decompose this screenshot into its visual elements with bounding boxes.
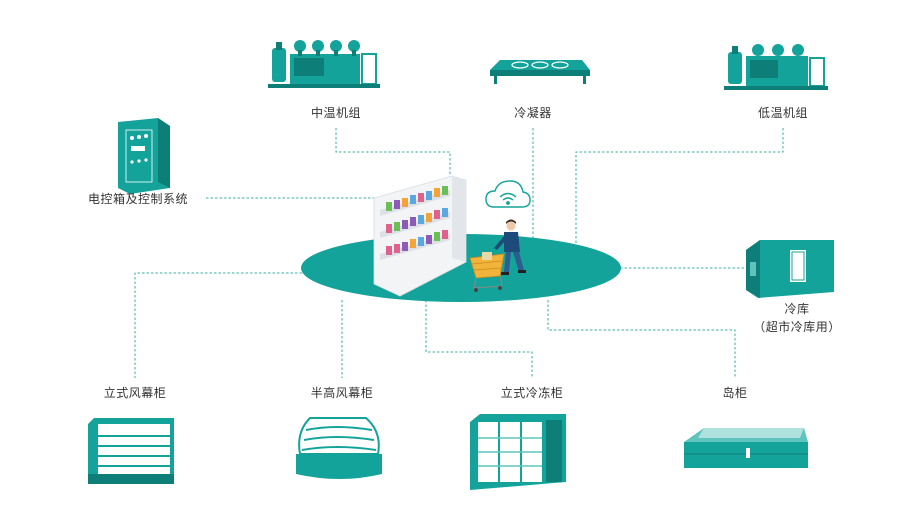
label-medium-temp-unit: 中温机组 bbox=[310, 106, 362, 120]
label-cold-storage-note: （超市冷库用） bbox=[753, 320, 841, 334]
connector-lines bbox=[134, 128, 784, 378]
label-control-system: 电控箱及控制系统 bbox=[88, 192, 189, 206]
label-half-height-air-curtain: 半高风幕柜 bbox=[310, 386, 374, 400]
low-temp-unit-icon bbox=[724, 44, 828, 90]
wifi-cloud-icon bbox=[485, 180, 531, 208]
supermarket-shelf-shopper-icon bbox=[373, 175, 526, 297]
label-condenser: 冷凝器 bbox=[514, 106, 552, 120]
label-island-cabinet: 岛柜 bbox=[722, 386, 748, 400]
half-height-air-curtain-cabinet-icon bbox=[296, 417, 382, 479]
condenser-icon bbox=[490, 60, 590, 84]
label-cold-storage: 冷库 bbox=[784, 302, 810, 316]
upright-freezer-icon bbox=[470, 414, 566, 490]
label-low-temp-unit: 低温机组 bbox=[757, 106, 809, 120]
medium-temp-unit-icon bbox=[268, 40, 380, 88]
upright-air-curtain-cabinet-icon bbox=[88, 418, 174, 484]
island-cabinet-icon bbox=[684, 428, 808, 468]
cold-storage-icon bbox=[746, 240, 834, 298]
label-upright-freezer: 立式冷冻柜 bbox=[500, 386, 564, 400]
label-upright-air-curtain: 立式风幕柜 bbox=[103, 386, 167, 400]
control-cabinet-icon bbox=[118, 118, 170, 194]
